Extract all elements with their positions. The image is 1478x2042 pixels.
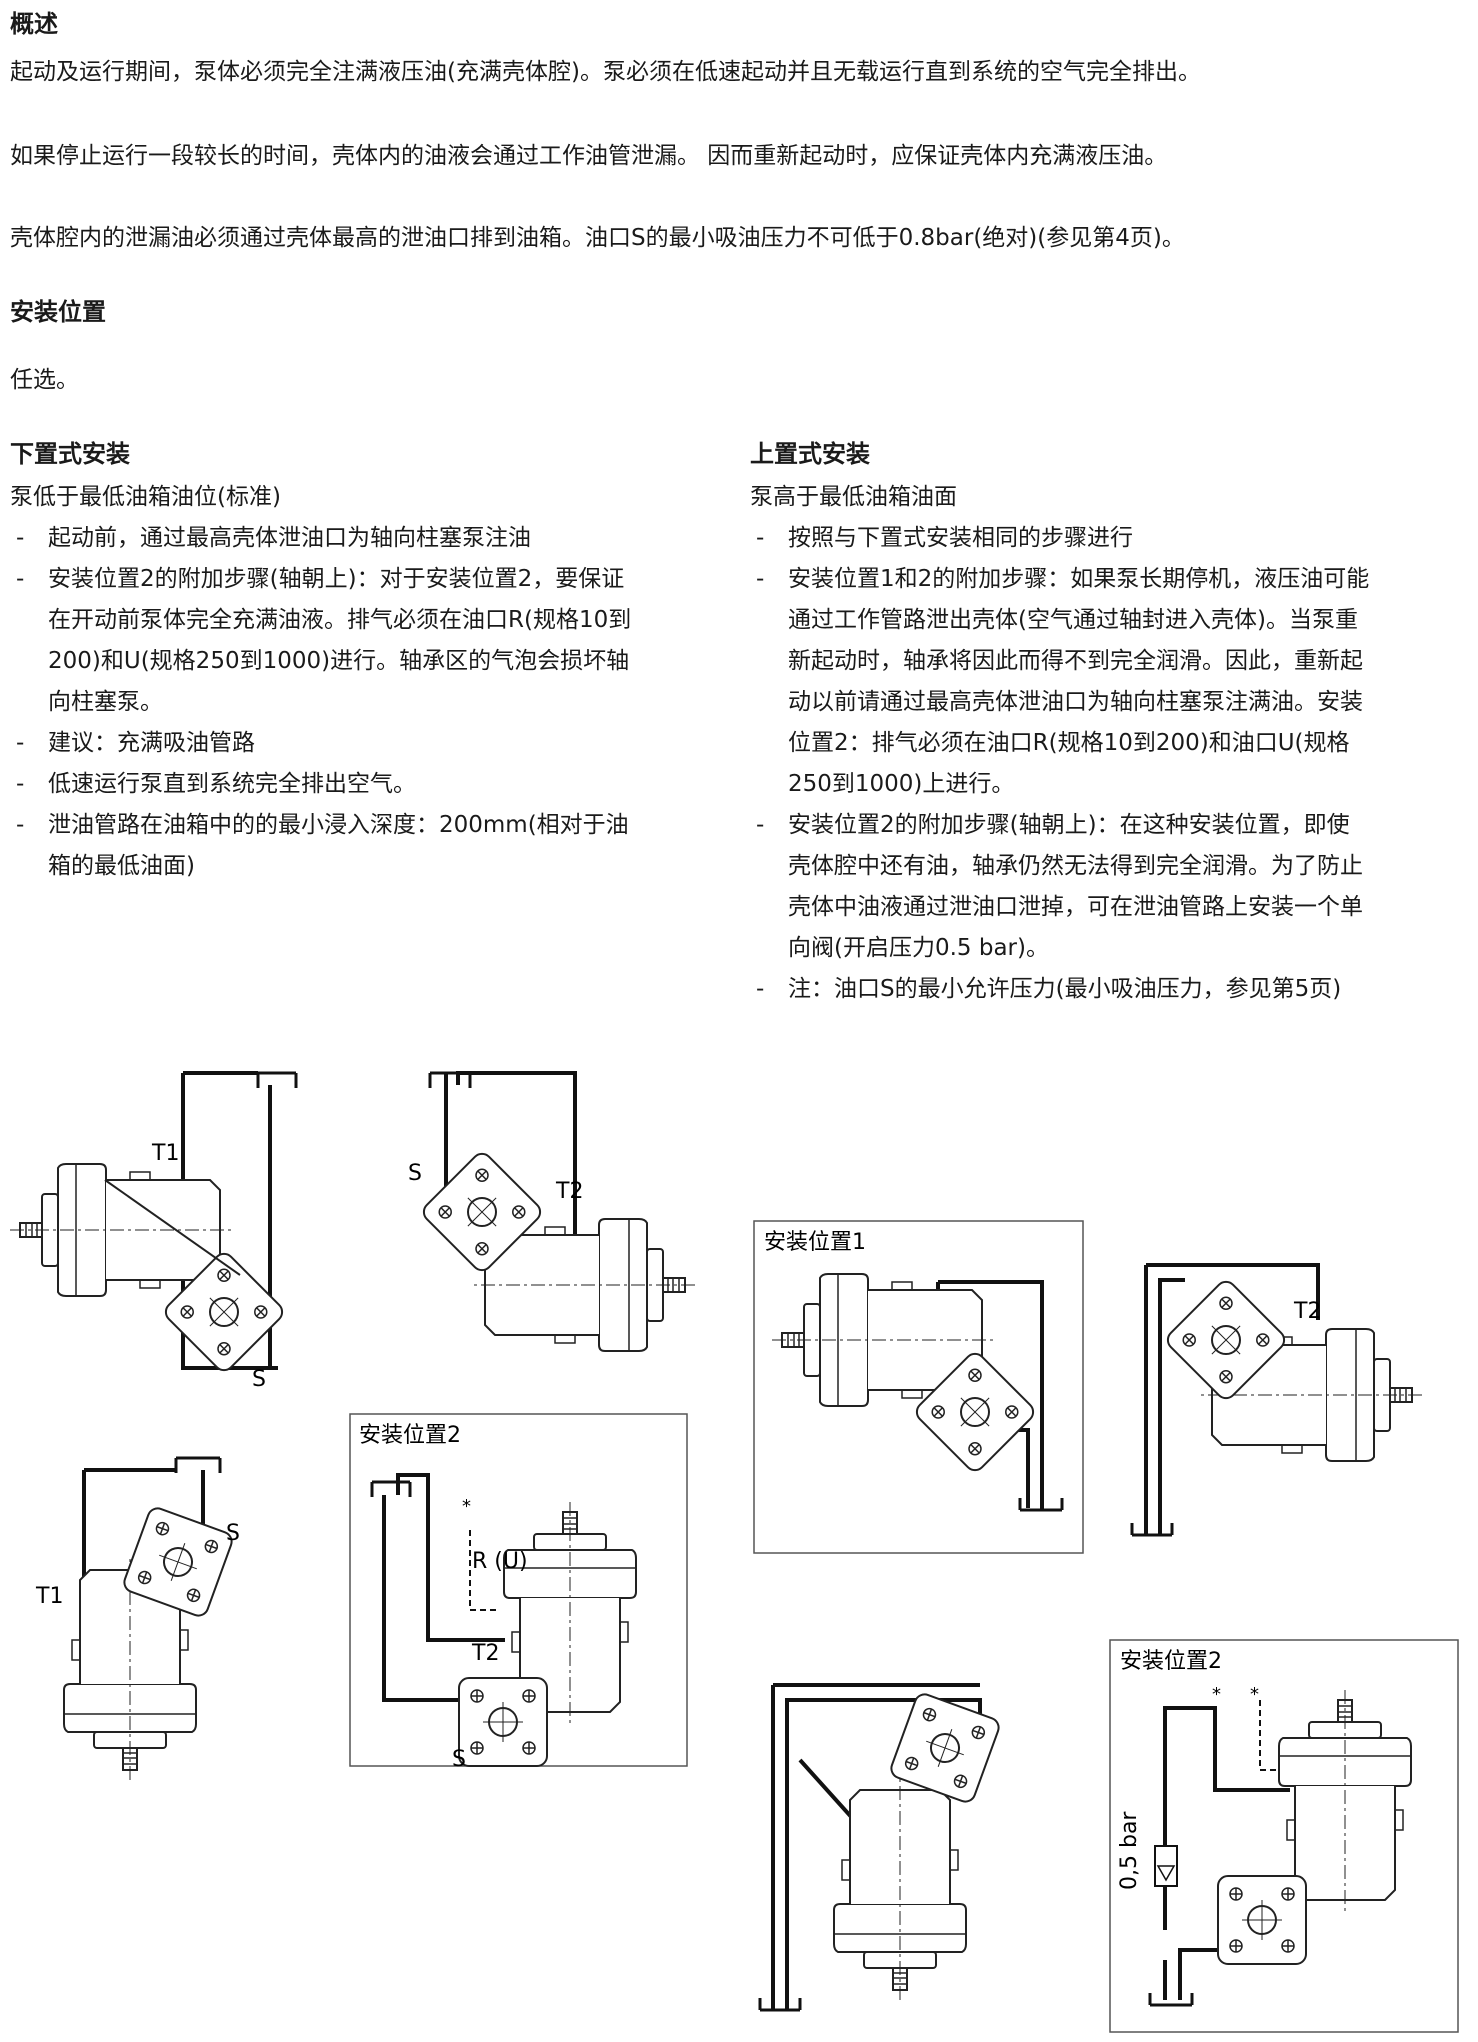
position-heading: 安装位置 bbox=[10, 298, 106, 326]
below-subtitle: 泵低于最低油箱油位(标准) bbox=[10, 484, 281, 510]
above-list: 按照与下置式安装相同的步骤进行 安装位置1和2的附加步骤：如果泵长期停机，液压油… bbox=[750, 518, 1470, 1010]
label-ru: R (U) bbox=[472, 1549, 528, 1574]
label-t2-box2: T2 bbox=[471, 1641, 499, 1666]
label-t1-c: T1 bbox=[35, 1584, 63, 1609]
below-item-1: 起动前，通过最高壳体泄油口为轴向柱塞泵注油 bbox=[10, 518, 730, 559]
above-heading: 上置式安装 bbox=[750, 440, 870, 468]
below-item-3: 建议：充满吸油管路 bbox=[10, 723, 730, 764]
label-s-c: S bbox=[226, 1521, 240, 1546]
box-title-position1: 安装位置1 bbox=[764, 1230, 866, 1255]
figure-below-tank-3: S T1 bbox=[35, 1456, 240, 1781]
overview-paragraph-3: 壳体腔内的泄漏油必须通过壳体最高的泄油口排到油箱。油口S的最小吸油压力不可低于0… bbox=[10, 225, 1185, 251]
below-item-4: 低速运行泵直到系统完全排出空气。 bbox=[10, 764, 730, 805]
label-t2-e: T2 bbox=[1293, 1299, 1321, 1324]
above-subtitle: 泵高于最低油箱油面 bbox=[750, 484, 957, 510]
label-star-a: * bbox=[462, 1496, 471, 1517]
figure-below-tank-2: S T2 bbox=[408, 1071, 696, 1352]
below-list: 起动前，通过最高壳体泄油口为轴向柱塞泵注油 安装位置2的附加步骤(轴朝上)：对于… bbox=[10, 518, 730, 887]
figure-above-tank-2: T2 bbox=[1130, 1263, 1423, 1537]
figure-box-position2-a: 安装位置2 * R (U) T2 S bbox=[349, 1413, 688, 1772]
figure-below-tank-1: T1 S bbox=[9, 1071, 298, 1392]
above-item-3: 安装位置2的附加步骤(轴朝上)：在这种安装位置，即使 壳体腔中还有油，轴承仍然无… bbox=[750, 805, 1470, 969]
label-star-c: * bbox=[1250, 1684, 1259, 1705]
figure-box-position2-b: 安装位置2 0,5 bar * * bbox=[1109, 1639, 1459, 2033]
label-s-b: S bbox=[408, 1161, 422, 1186]
above-item-4: 注：油口S的最小允许压力(最小吸油压力，参见第5页) bbox=[750, 969, 1470, 1010]
below-item-2: 安装位置2的附加步骤(轴朝上)：对于安装位置2，要保证 在开动前泵体完全充满油液… bbox=[10, 559, 730, 723]
box-title-position2-a: 安装位置2 bbox=[359, 1423, 461, 1448]
above-item-1: 按照与下置式安装相同的步骤进行 bbox=[750, 518, 1470, 559]
below-column: 泵低于最低油箱油位(标准) 起动前，通过最高壳体泄油口为轴向柱塞泵注油 安装位置… bbox=[10, 477, 730, 887]
label-s-a: S bbox=[252, 1367, 266, 1392]
position-text: 任选。 bbox=[10, 367, 79, 393]
below-item-5: 泄油管路在油箱中的的最小浸入深度：200mm(相对于油 箱的最低油面) bbox=[10, 805, 730, 887]
label-05bar: 0,5 bar bbox=[1117, 1811, 1142, 1890]
above-item-2: 安装位置1和2的附加步骤：如果泵长期停机，液压油可能 通过工作管路泄出壳体(空气… bbox=[750, 559, 1470, 805]
overview-paragraph-1: 起动及运行期间，泵体必须完全注满液压油(充满壳体腔)。泵必须在低速起动并且无载运… bbox=[10, 59, 1201, 85]
figure-above-tank-3 bbox=[758, 1683, 1003, 2012]
above-column: 泵高于最低油箱油面 按照与下置式安装相同的步骤进行 安装位置1和2的附加步骤：如… bbox=[750, 477, 1470, 1010]
box-title-position2-b: 安装位置2 bbox=[1120, 1649, 1222, 1674]
overview-paragraph-2: 如果停止运行一段较长的时间，壳体内的油液会通过工作油管泄漏。 因而重新起动时，应… bbox=[10, 143, 1168, 169]
below-heading: 下置式安装 bbox=[10, 440, 130, 468]
label-t2-b: T2 bbox=[555, 1179, 583, 1204]
label-s-box2: S bbox=[452, 1747, 466, 1772]
figure-box-position1: 安装位置1 bbox=[753, 1220, 1084, 1554]
label-t1-a: T1 bbox=[151, 1141, 179, 1166]
label-star-b: * bbox=[1212, 1684, 1221, 1705]
overview-heading: 概述 bbox=[10, 10, 58, 38]
